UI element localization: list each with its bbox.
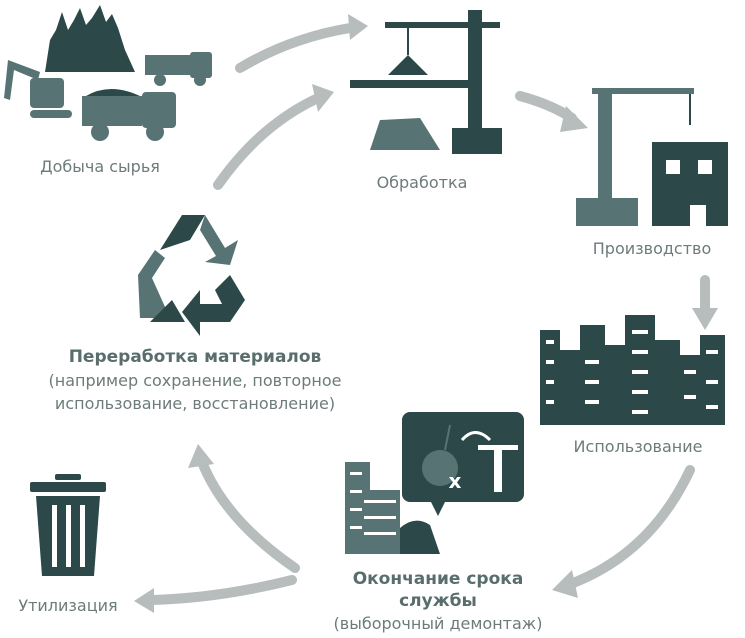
arrow-end-of-life-to-disposal [147, 575, 297, 605]
arrowhead [692, 308, 718, 330]
label-production: Производство [593, 239, 712, 258]
label-extraction: Добыча сырья [40, 157, 160, 176]
recycle-icon [138, 215, 245, 336]
arrowhead [188, 444, 214, 468]
label-processing: Обработка [377, 173, 468, 192]
arrowhead [312, 84, 334, 112]
label-recycling-note-1: (например сохранение, повторное [49, 371, 342, 390]
use-icon-city [540, 315, 725, 425]
label-recycling: Переработка материалов [69, 347, 322, 367]
arrowhead [552, 570, 578, 598]
x-mark-icon: x [449, 469, 462, 493]
label-end-of-life-note: (выборочный демонтаж) [334, 614, 543, 633]
arrow-end-of-life-to-recycling [197, 457, 300, 573]
label-disposal: Утилизация [18, 596, 117, 615]
arrow-extraction-to-processing [235, 23, 355, 73]
demolition-icon: x [345, 412, 524, 554]
production-icon [576, 88, 728, 226]
trash-bin-icon [30, 474, 106, 576]
label-end-of-life-line2: службы [399, 591, 477, 611]
processing-icon [350, 10, 502, 154]
label-recycling-note-2: использование, восстановление) [55, 394, 335, 413]
arrowhead [348, 14, 368, 40]
arrow-recycling-to-processing [213, 93, 323, 190]
label-end-of-life-line1: Окончание срока [353, 569, 524, 589]
arrowhead [560, 106, 588, 132]
extraction-icon [4, 5, 212, 141]
arrow-use-to-end-of-life [563, 465, 695, 590]
arrowhead [134, 588, 154, 613]
label-use: Использование [574, 437, 703, 456]
flow-arrows [134, 14, 718, 613]
